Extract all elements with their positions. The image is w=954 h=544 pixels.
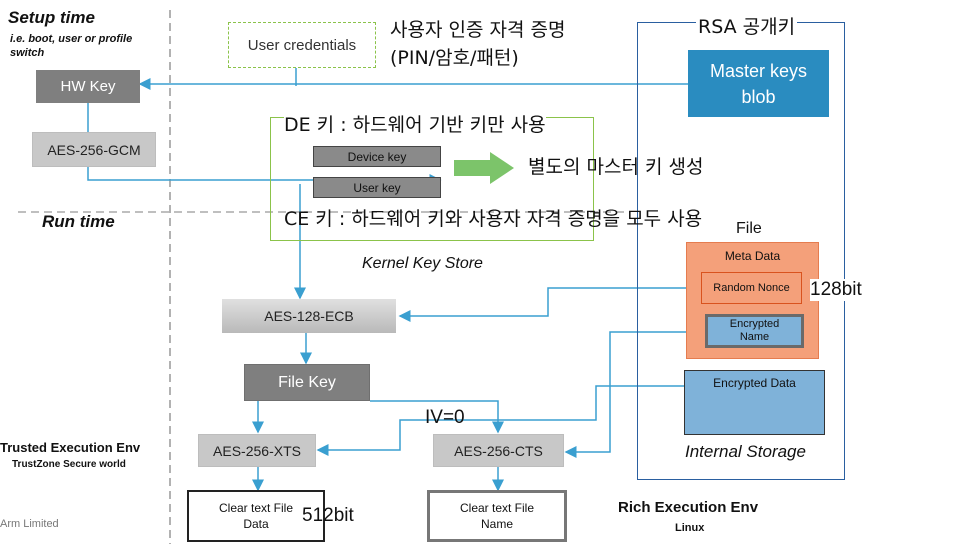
separate-master-note: 별도의 마스터 키 생성 (528, 156, 704, 178)
encrypted-data-label: Encrypted Data (713, 376, 796, 390)
ree-subtitle: Linux (675, 522, 705, 534)
clear-file-name-box: Clear text File Name (427, 490, 567, 542)
encrypted-data-box (684, 370, 825, 435)
random-nonce-label: Random Nonce (713, 282, 790, 294)
connector-nonce-to-ecb (398, 287, 701, 322)
user-credentials-note-line2: (PIN/암호/패턴) (390, 47, 519, 69)
random-nonce-box: Random Nonce (701, 272, 802, 304)
meta-data-label: Meta Data (724, 249, 781, 263)
aes-256-cts-box: AES-256-CTS (433, 434, 564, 467)
copyright: Arm Limited (0, 518, 59, 530)
run-time-title: Run time (42, 212, 115, 231)
rsa-label: RSA 공개키 (696, 12, 798, 39)
aes-256-gcm-label: AES-256-GCM (47, 141, 141, 158)
device-key-box: Device key (313, 146, 441, 167)
file-label: File (736, 220, 762, 237)
encrypted-name-label: Encrypted Name (729, 318, 780, 343)
clear-file-data-label: Clear text File Data (218, 501, 294, 531)
device-key-label: Device key (347, 149, 407, 164)
user-credentials-box: User credentials (228, 22, 376, 68)
aes-256-gcm-box: AES-256-GCM (32, 132, 156, 167)
tee-subtitle: TrustZone Secure world (12, 459, 126, 470)
green-arrow (454, 152, 514, 184)
file-key-label: File Key (278, 373, 336, 391)
user-key-box: User key (313, 177, 441, 198)
user-credentials-label: User credentials (247, 36, 357, 54)
aes-128-ecb-box: AES-128-ECB (222, 299, 396, 333)
user-key-label: User key (353, 180, 401, 195)
hw-key-label: HW Key (60, 78, 116, 95)
hw-key-box: HW Key (36, 70, 140, 103)
user-credentials-note-line1: 사용자 인증 자격 증명 (390, 19, 566, 41)
tee-title: Trusted Execution Env (0, 440, 141, 455)
setup-time-title: Setup time (8, 8, 95, 27)
ree-title: Rich Execution Env (618, 499, 759, 516)
connector-filekey-to-cts (370, 400, 504, 434)
aes-256-xts-box: AES-256-XTS (198, 434, 316, 467)
file-key-box: File Key (244, 364, 370, 401)
ce-key-note: CE 키 : 하드웨어 키와 사용자 자격 증명을 모두 사용 (284, 208, 703, 230)
internal-storage-label: Internal Storage (685, 442, 806, 461)
connector-encname-to-cts (564, 331, 706, 458)
aes-256-xts-label: AES-256-XTS (213, 442, 301, 459)
master-keys-blob-box: Master keys blob (688, 50, 829, 117)
clear-file-name-label: Clear text File Name (459, 501, 535, 531)
data-bits-label: 512bit (302, 505, 354, 526)
user-credentials-note: 사용자 인증 자격 증명 (PIN/암호/패턴) (390, 16, 565, 72)
kernel-key-store-label: Kernel Key Store (362, 255, 483, 272)
setup-time-subtitle: i.e. boot, user or profile switch (10, 33, 133, 59)
clear-file-data-box: Clear text File Data (187, 490, 325, 542)
aes-128-ecb-label: AES-128-ECB (264, 308, 354, 324)
de-key-note: DE 키 : 하드웨어 기반 키만 사용 (284, 110, 546, 137)
iv-note: IV=0 (425, 407, 465, 428)
master-keys-blob-label: Master keys blob (709, 60, 808, 107)
aes-256-cts-label: AES-256-CTS (454, 442, 543, 459)
nonce-bits-label: 128bit (810, 279, 862, 301)
encrypted-name-box: Encrypted Name (705, 314, 804, 348)
